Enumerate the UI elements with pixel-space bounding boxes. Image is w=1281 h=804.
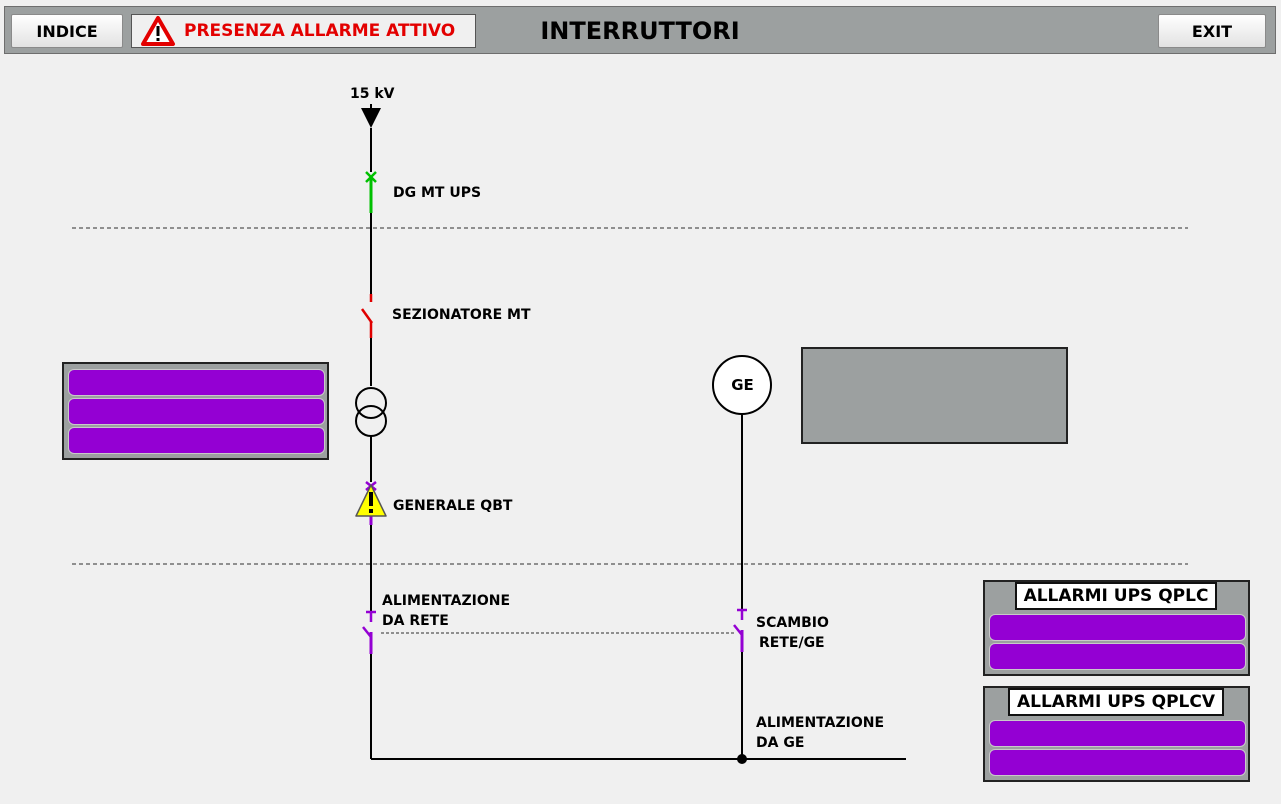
breaker-dg-mt-ups-icon[interactable] (365, 171, 377, 213)
ups-qplc-alarm-bar-1[interactable] (989, 614, 1246, 641)
generator-label: GE (731, 376, 754, 394)
supply-voltage-label: 15 kV (350, 86, 395, 102)
warning-icon (355, 484, 387, 517)
index-button[interactable]: INDICE (11, 14, 123, 48)
transfer-label-1: SCAMBIO (756, 615, 829, 631)
status-bar-1[interactable] (68, 369, 325, 396)
transformer-icon (355, 387, 387, 437)
supply-ge-label-1: ALIMENTAZIONE (756, 715, 885, 731)
mt-status-panel (62, 362, 329, 460)
supply-grid-label-2: DA RETE (382, 613, 449, 629)
status-bar-2[interactable] (68, 398, 325, 425)
generator-status-panel (801, 347, 1068, 444)
ups-qplcv-alarm-bar-2[interactable] (989, 749, 1246, 776)
dg-mt-ups-label: DG MT UPS (393, 185, 482, 201)
ups-qplcv-alarm-bar-1[interactable] (989, 720, 1246, 747)
supply-ge-label-2: DA GE (756, 735, 805, 751)
ups-qplc-alarm-bar-2[interactable] (989, 643, 1246, 670)
active-alarm-banner[interactable]: PRESENZA ALLARME ATTIVO (131, 14, 476, 48)
status-bar-3[interactable] (68, 427, 325, 454)
breaker-supply-grid-icon[interactable] (362, 610, 376, 654)
bus-junction-dot (737, 754, 747, 764)
disconnector-mt-label: SEZIONATORE MT (392, 307, 531, 323)
disconnector-mt-icon[interactable] (360, 294, 374, 338)
alarm-banner-text: PRESENZA ALLARME ATTIVO (184, 21, 456, 41)
ups-qplcv-alarm-title: ALLARMI UPS QPLCV (1008, 688, 1224, 716)
supply-arrow-icon (361, 108, 381, 128)
transfer-label-2: RETE/GE (759, 635, 825, 651)
breaker-transfer-icon[interactable] (733, 608, 747, 652)
ups-qplc-alarm-title: ALLARMI UPS QPLC (1015, 582, 1217, 610)
exit-button[interactable]: EXIT (1158, 14, 1266, 48)
warning-triangle-icon (141, 16, 175, 46)
generale-qbt-label: GENERALE QBT (393, 498, 513, 514)
supply-grid-label-1: ALIMENTAZIONE (382, 593, 511, 609)
